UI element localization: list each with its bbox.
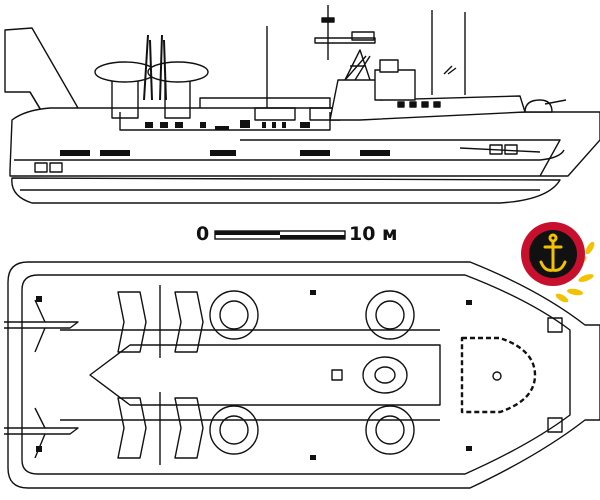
side-elevation-view: [4, 5, 600, 204]
bow-ramp: [460, 336, 537, 414]
bow-gun-turret: [524, 99, 553, 113]
scale-bar: [214, 230, 346, 240]
propeller-blades: [117, 285, 204, 465]
lift-fans: [209, 290, 415, 455]
cargo-deck: [89, 344, 441, 406]
anchor-icon: [539, 233, 567, 272]
bridge-structure: [329, 79, 526, 121]
scale-start-label: 0: [196, 223, 210, 245]
turret-top: [362, 356, 408, 394]
scale-end-label: 10 м: [349, 223, 398, 245]
plan-outer-outline: [7, 261, 600, 489]
top-plan-view: [4, 261, 600, 489]
tail-fin: [4, 27, 79, 113]
main-hull: [9, 107, 600, 177]
tail-rudders: [4, 321, 79, 435]
propeller-ducts-side: [94, 34, 209, 119]
lattice-mast: [344, 49, 371, 81]
naval-anchor-emblem: [521, 222, 595, 303]
hull-windows: [60, 120, 390, 156]
